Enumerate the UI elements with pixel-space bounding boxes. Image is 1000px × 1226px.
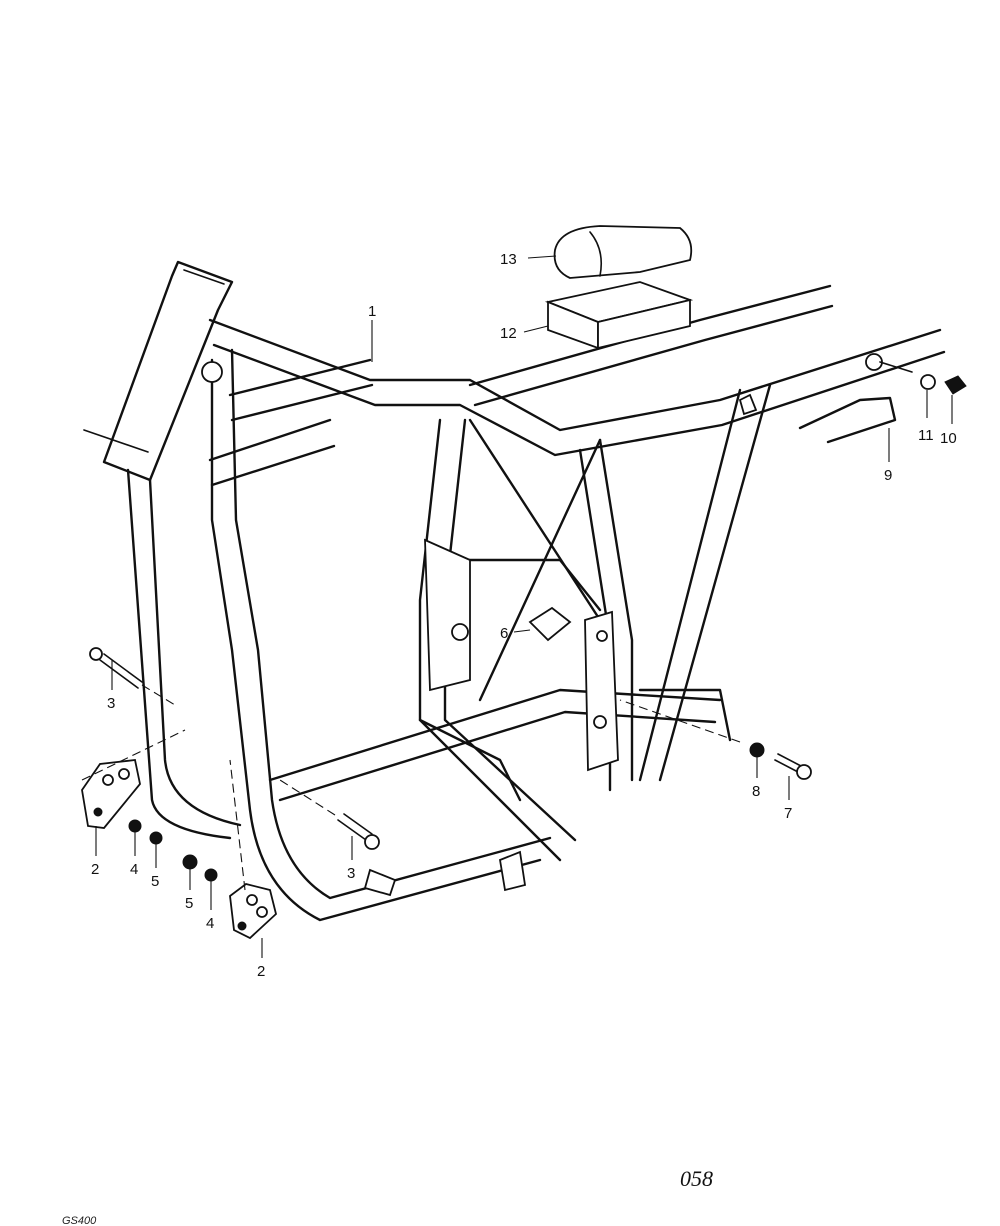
callout-nut-right: 5 xyxy=(185,895,193,912)
callout-battery-tray: 12 xyxy=(500,325,517,342)
nut-left xyxy=(149,831,163,845)
callout-lower-mount-bolt: 3 xyxy=(347,865,355,882)
washer-left xyxy=(128,819,142,833)
callout-swingarm-pivot-bolt: 7 xyxy=(784,805,792,822)
callout-center-mount-bracket: 6 xyxy=(500,625,508,642)
tool-box-cover xyxy=(553,225,693,279)
center-mount-bracket xyxy=(528,606,572,642)
washer-right xyxy=(204,868,218,882)
rod-washer xyxy=(920,374,936,390)
callout-seat-hinge-rod: 9 xyxy=(884,467,892,484)
callout-tool-box-cover: 13 xyxy=(500,251,517,268)
callout-nut-left: 5 xyxy=(151,873,159,890)
lower-mount-bolt xyxy=(279,779,380,850)
callout-engine-mount-plate-right: 2 xyxy=(257,963,265,980)
callout-washer-left: 4 xyxy=(130,861,138,878)
callout-rod-bolt: 10 xyxy=(940,430,957,447)
rod-bolt xyxy=(944,375,967,395)
drawing-number: 058 xyxy=(680,1166,713,1191)
motorcycle-frame xyxy=(83,260,946,922)
callout-engine-mount-plate-left: 2 xyxy=(91,861,99,878)
model-code: GS400 xyxy=(62,1215,97,1226)
front-mount-bolt xyxy=(89,647,176,706)
engine-mount-plate-right xyxy=(229,883,278,940)
callout-frame: 1 xyxy=(368,303,376,320)
callout-washer-right: 4 xyxy=(206,915,214,932)
callout-rod-washer: 11 xyxy=(918,427,934,444)
seat-hinge-rod xyxy=(798,353,913,444)
callout-pivot-nut: 8 xyxy=(752,783,760,800)
engine-mount-plate-left xyxy=(81,759,141,829)
callout-front-mount-bolt: 3 xyxy=(107,695,115,712)
swingarm-pivot-bolt xyxy=(619,699,812,780)
battery-tray xyxy=(544,281,694,350)
pivot-nut xyxy=(749,742,765,758)
nut-right xyxy=(182,854,198,870)
